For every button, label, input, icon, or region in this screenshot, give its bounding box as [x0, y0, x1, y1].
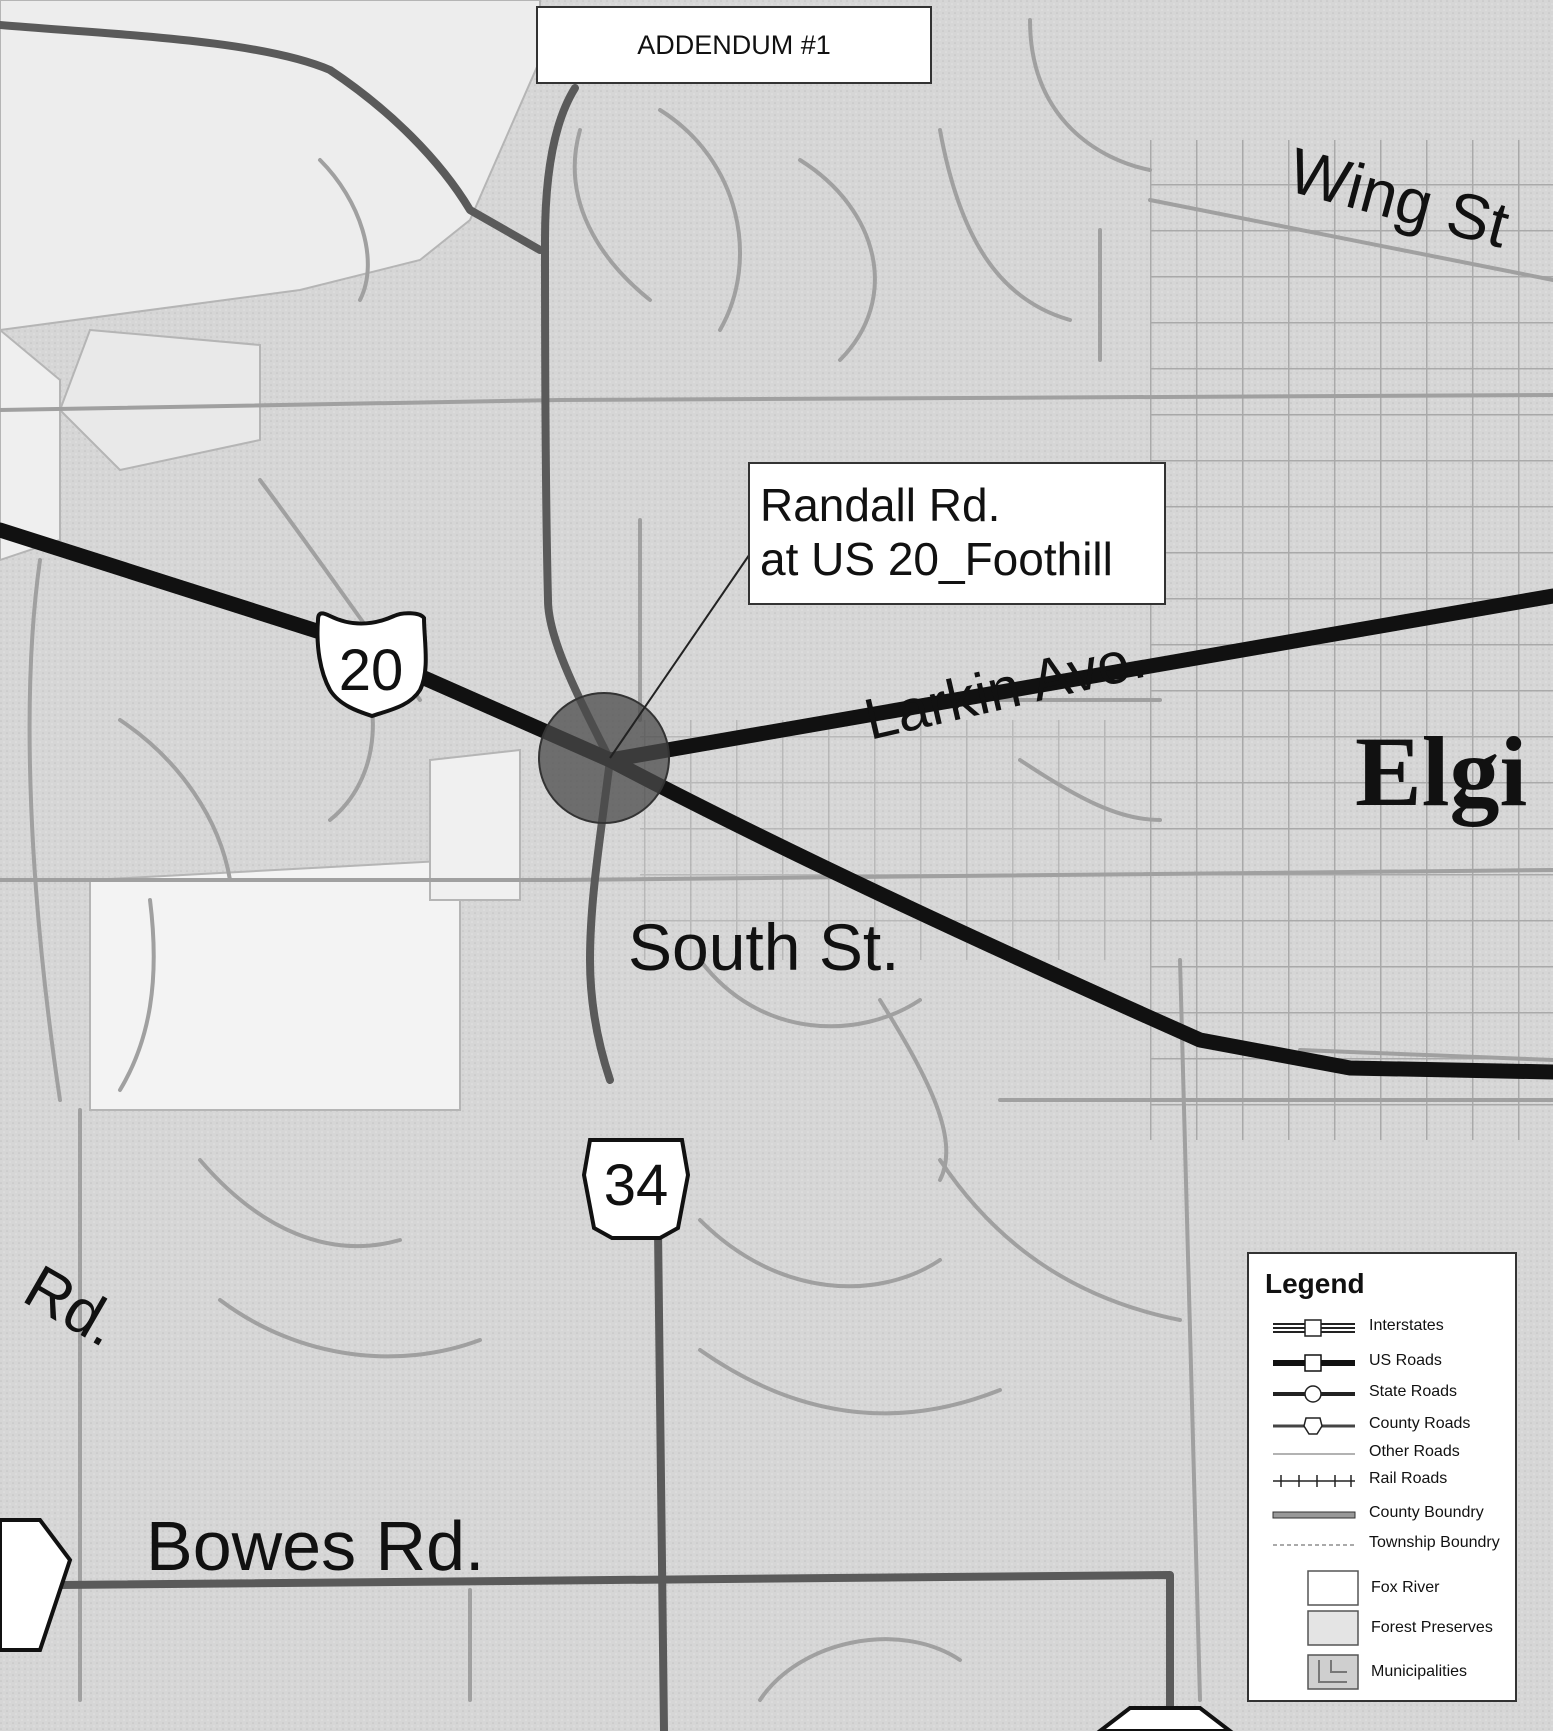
- legend-item-county-roads: County Roads: [1249, 1412, 1519, 1440]
- legend-label: State Roads: [1369, 1383, 1458, 1400]
- partial-shield-left: [0, 1518, 73, 1652]
- interstate-line-icon: [1273, 1319, 1355, 1337]
- legend-label: County Boundry: [1369, 1504, 1484, 1521]
- township-boundary-line-icon: [1273, 1544, 1355, 1546]
- us-route-number: 20: [339, 638, 404, 703]
- rail-road-line-icon: [1273, 1475, 1355, 1487]
- legend-item-state-roads: State Roads: [1249, 1380, 1519, 1408]
- other-road-line-icon: [1273, 1453, 1355, 1455]
- legend-item-us-roads: US Roads: [1249, 1349, 1519, 1377]
- legend-label: Township Boundry: [1369, 1534, 1500, 1551]
- fox-river-swatch-icon: [1307, 1570, 1359, 1606]
- minor-roads: [0, 18, 1553, 1702]
- legend-item-interstates: Interstates: [1249, 1314, 1519, 1342]
- legend-item-municipalities: Municipalities: [1249, 1654, 1519, 1690]
- county-34-shield: 34: [581, 1138, 691, 1240]
- legend-item-fox-river: Fox River: [1249, 1570, 1519, 1606]
- us-20-shield: 20: [315, 611, 428, 719]
- legend-item-other-roads: Other Roads: [1249, 1440, 1519, 1468]
- state-road-line-icon: [1273, 1385, 1355, 1403]
- map-legend: Legend Interstates US Roads State Roads …: [1247, 1252, 1517, 1702]
- open-areas: [0, 0, 541, 1111]
- legend-item-forest-preserves: Forest Preserves: [1249, 1610, 1519, 1646]
- callout-line-1: Randall Rd.: [760, 479, 1001, 531]
- county-roads: [0, 21, 1174, 1731]
- forest-preserve-swatch-icon: [1307, 1610, 1359, 1646]
- callout-leader-line: [609, 544, 757, 759]
- bowes-rd-label: Bowes Rd.: [146, 1507, 484, 1585]
- county-shield-icon: [581, 1138, 691, 1240]
- legend-label: Other Roads: [1369, 1443, 1460, 1460]
- addendum-title-box: ADDENDUM #1: [536, 6, 932, 84]
- us-road-line-icon: [1273, 1354, 1355, 1372]
- intersection-highlight-circle: [538, 692, 670, 824]
- county-route-number: 34: [604, 1153, 669, 1218]
- county-road-line-icon: [1273, 1417, 1355, 1435]
- legend-item-rail-roads: Rail Roads: [1249, 1467, 1519, 1495]
- municipality-swatch-icon: [1307, 1654, 1359, 1690]
- us-route-20: [0, 522, 1553, 1080]
- elgin-label: Elgi: [1355, 716, 1527, 827]
- legend-label: Interstates: [1369, 1317, 1444, 1334]
- legend-label: Municipalities: [1371, 1663, 1468, 1680]
- legend-label: Fox River: [1371, 1579, 1440, 1596]
- legend-title: Legend: [1265, 1268, 1365, 1299]
- elgin-street-grid: [1150, 140, 1553, 1140]
- callout-line-2: at US 20_Foothill: [760, 533, 1113, 585]
- county-boundary-line-icon: [1272, 1511, 1356, 1519]
- addendum-label: ADDENDUM #1: [637, 29, 831, 60]
- legend-label: US Roads: [1369, 1352, 1442, 1369]
- legend-label: Rail Roads: [1369, 1470, 1448, 1487]
- central-street-grid: [640, 720, 1160, 960]
- south-st-label: South St.: [628, 910, 900, 984]
- us-shield-icon: [315, 611, 428, 719]
- partial-shield-bottom: [1096, 1706, 1234, 1731]
- legend-item-county-boundary: County Boundry: [1249, 1501, 1519, 1529]
- legend-label: County Roads: [1369, 1415, 1471, 1432]
- intersection-callout-box: Randall Rd. at US 20_Foothill: [748, 462, 1166, 605]
- legend-item-township-boundary: Township Boundry: [1249, 1531, 1519, 1559]
- legend-label: Forest Preserves: [1371, 1619, 1493, 1636]
